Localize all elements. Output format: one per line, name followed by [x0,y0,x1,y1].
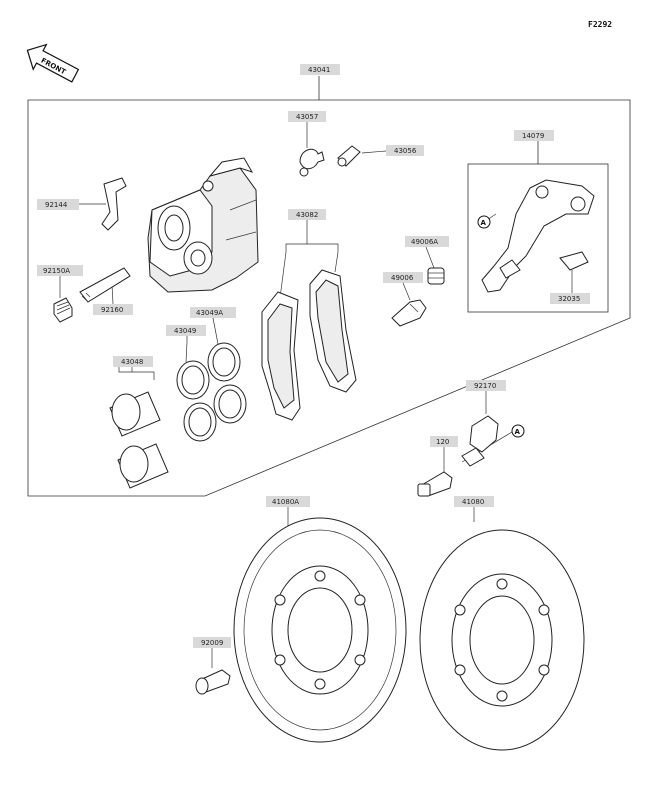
svg-text:49006A: 49006A [411,238,438,246]
caliper-body-illustration [147,157,259,293]
part-label-43049[interactable]: 43049 [166,325,206,336]
figure-code: F2292 [588,20,612,29]
svg-text:43041: 43041 [308,66,330,74]
part-label-41080[interactable]: 41080 [454,496,494,507]
part-label-49006[interactable]: 49006 [383,272,423,283]
svg-text:120: 120 [436,438,449,446]
pin-illustration [53,267,131,323]
part-label-92160[interactable]: 92160 [93,304,133,315]
part-label-41080A[interactable]: 41080A [266,496,310,507]
part-label-49006A[interactable]: 49006A [405,236,449,247]
part-label-92170[interactable]: 92170 [466,380,506,391]
slide-pin-illustration [391,299,427,327]
svg-text:43057: 43057 [296,113,318,121]
part-label-43056[interactable]: 43056 [386,145,424,156]
leader-lines [59,122,573,668]
svg-text:43048: 43048 [121,358,143,366]
disc-41080A-illustration [233,517,407,743]
boot-illustration [427,267,445,285]
disc-bolt-illustration [195,669,231,695]
svg-text:43049A: 43049A [196,309,223,317]
disc-41080-illustration [419,529,585,751]
svg-text:92144: 92144 [45,201,68,209]
svg-text:43082: 43082 [296,211,318,219]
part-label-32035[interactable]: 32035 [550,293,590,304]
hose-clamp-illustration [461,415,499,467]
svg-text:43056: 43056 [394,147,417,155]
part-label-92150A[interactable]: 92150A [37,265,83,276]
svg-text:A: A [515,428,521,436]
svg-text:92170: 92170 [474,382,496,390]
bolt-illustration [417,471,453,497]
svg-text:41080A: 41080A [272,498,299,506]
part-label-43049A[interactable]: 43049A [190,307,236,318]
reference-marker-bracket: A [477,215,491,229]
bleeder-valve-illustration [337,145,361,167]
pad-spring-illustration [559,251,589,271]
svg-text:49006: 49006 [391,274,414,282]
svg-text:A: A [481,219,487,227]
part-label-92009[interactable]: 92009 [193,637,231,648]
pad-clip-illustration [101,177,127,231]
hose-fitting-illustration [299,148,325,177]
part-label-43041[interactable]: 43041 [300,64,340,75]
part-label-120[interactable]: 120 [430,436,458,447]
pistons-illustration [109,391,169,489]
reference-marker-lower: A [511,424,525,438]
caliper-assembly-frame [27,99,631,497]
svg-text:43049: 43049 [174,327,196,335]
part-label-43048[interactable]: 43048 [113,356,153,367]
brake-pads-illustration [261,269,357,421]
part-label-43057[interactable]: 43057 [288,111,326,122]
svg-text:92150A: 92150A [43,267,70,275]
part-label-92144[interactable]: 92144 [37,199,79,210]
svg-text:14079: 14079 [522,132,544,140]
svg-text:92009: 92009 [201,639,223,647]
part-label-43082[interactable]: 43082 [288,209,326,220]
part-label-14079[interactable]: 14079 [514,130,554,141]
svg-text:32035: 32035 [558,295,580,303]
caliper-bracket-illustration [481,179,595,293]
svg-text:92160: 92160 [101,306,123,314]
svg-text:41080: 41080 [462,498,484,506]
front-arrow-icon: FRONT [26,43,80,83]
piston-seals-illustration [176,342,247,442]
